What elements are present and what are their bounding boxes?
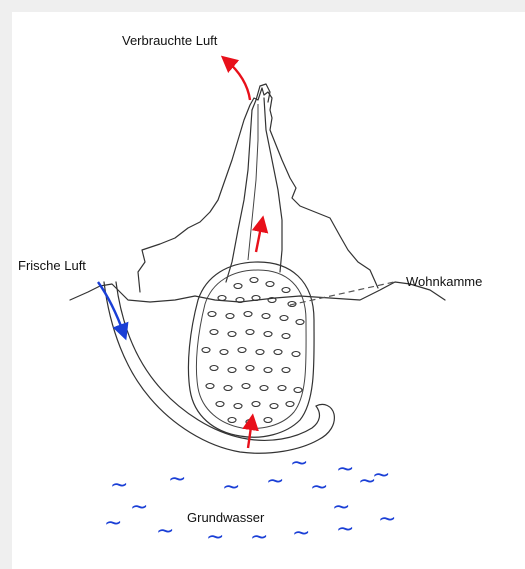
chamber-label: Wohnkamme	[406, 274, 482, 289]
groundwater-label: Grundwasser	[187, 510, 265, 525]
water-wave-icon: ~	[110, 473, 128, 498]
water-wave-icon: ~	[156, 519, 174, 544]
water-wave-icon: ~	[206, 525, 224, 550]
water-wave-icon: ~	[358, 469, 376, 494]
water-wave-icon: ~	[310, 475, 328, 500]
exhaust-air-label: Verbrauchte Luft	[122, 33, 218, 48]
water-wave-icon: ~	[292, 521, 310, 546]
water-wave-icon: ~	[266, 469, 284, 494]
fresh-air-label: Frische Luft	[18, 258, 86, 273]
water-wave-icon: ~	[336, 457, 354, 482]
water-wave-icon: ~	[250, 525, 268, 550]
water-wave-icon: ~	[222, 475, 240, 500]
water-wave-icon: ~	[168, 467, 186, 492]
water-wave-icon: ~	[130, 495, 148, 520]
water-wave-icon: ~	[104, 511, 122, 536]
water-wave-icon: ~	[336, 517, 354, 542]
water-wave-icon: ~	[290, 451, 308, 476]
water-wave-icon: ~	[378, 507, 396, 532]
